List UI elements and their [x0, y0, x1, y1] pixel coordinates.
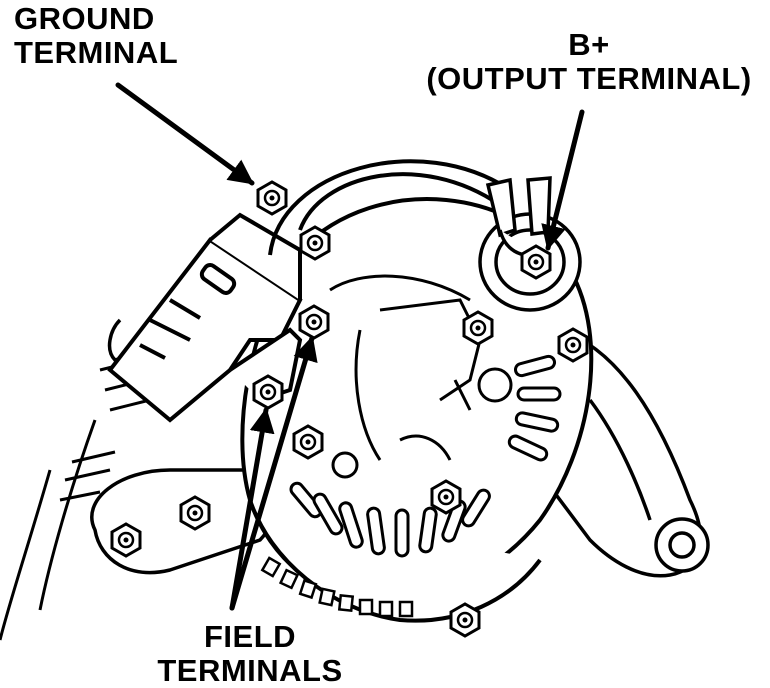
- cooling-slots: [289, 354, 562, 558]
- field-terminals-label-line-1: FIELD: [203, 619, 297, 654]
- callout-arrows: [115, 82, 585, 611]
- output-wire: [268, 159, 512, 256]
- ground-terminal-label-line-2: TERMINAL: [14, 35, 179, 70]
- field-terminals-label: FIELD TERMINALS: [140, 620, 360, 688]
- output-terminal-label-line-2: (OUTPUT TERMINAL): [426, 61, 752, 96]
- ground-terminal-label: GROUND TERMINAL: [14, 2, 178, 70]
- rotor-fins: [260, 556, 414, 618]
- ground-terminal-label-line-1: GROUND: [14, 1, 155, 36]
- field-terminal-arrow-2: [229, 407, 275, 611]
- output-terminal-post: [478, 176, 582, 312]
- output-terminal-label-line-1: B+: [568, 27, 610, 62]
- regulator-block: [107, 212, 303, 423]
- field-terminals-label-line-2: TERMINALS: [157, 653, 343, 688]
- output-terminal-label: B+ (OUTPUT TERMINAL): [408, 28, 770, 96]
- output-terminal-arrow: [541, 109, 585, 251]
- field-terminal-arrow-1: [229, 335, 318, 611]
- ground-terminal-arrow: [115, 82, 255, 186]
